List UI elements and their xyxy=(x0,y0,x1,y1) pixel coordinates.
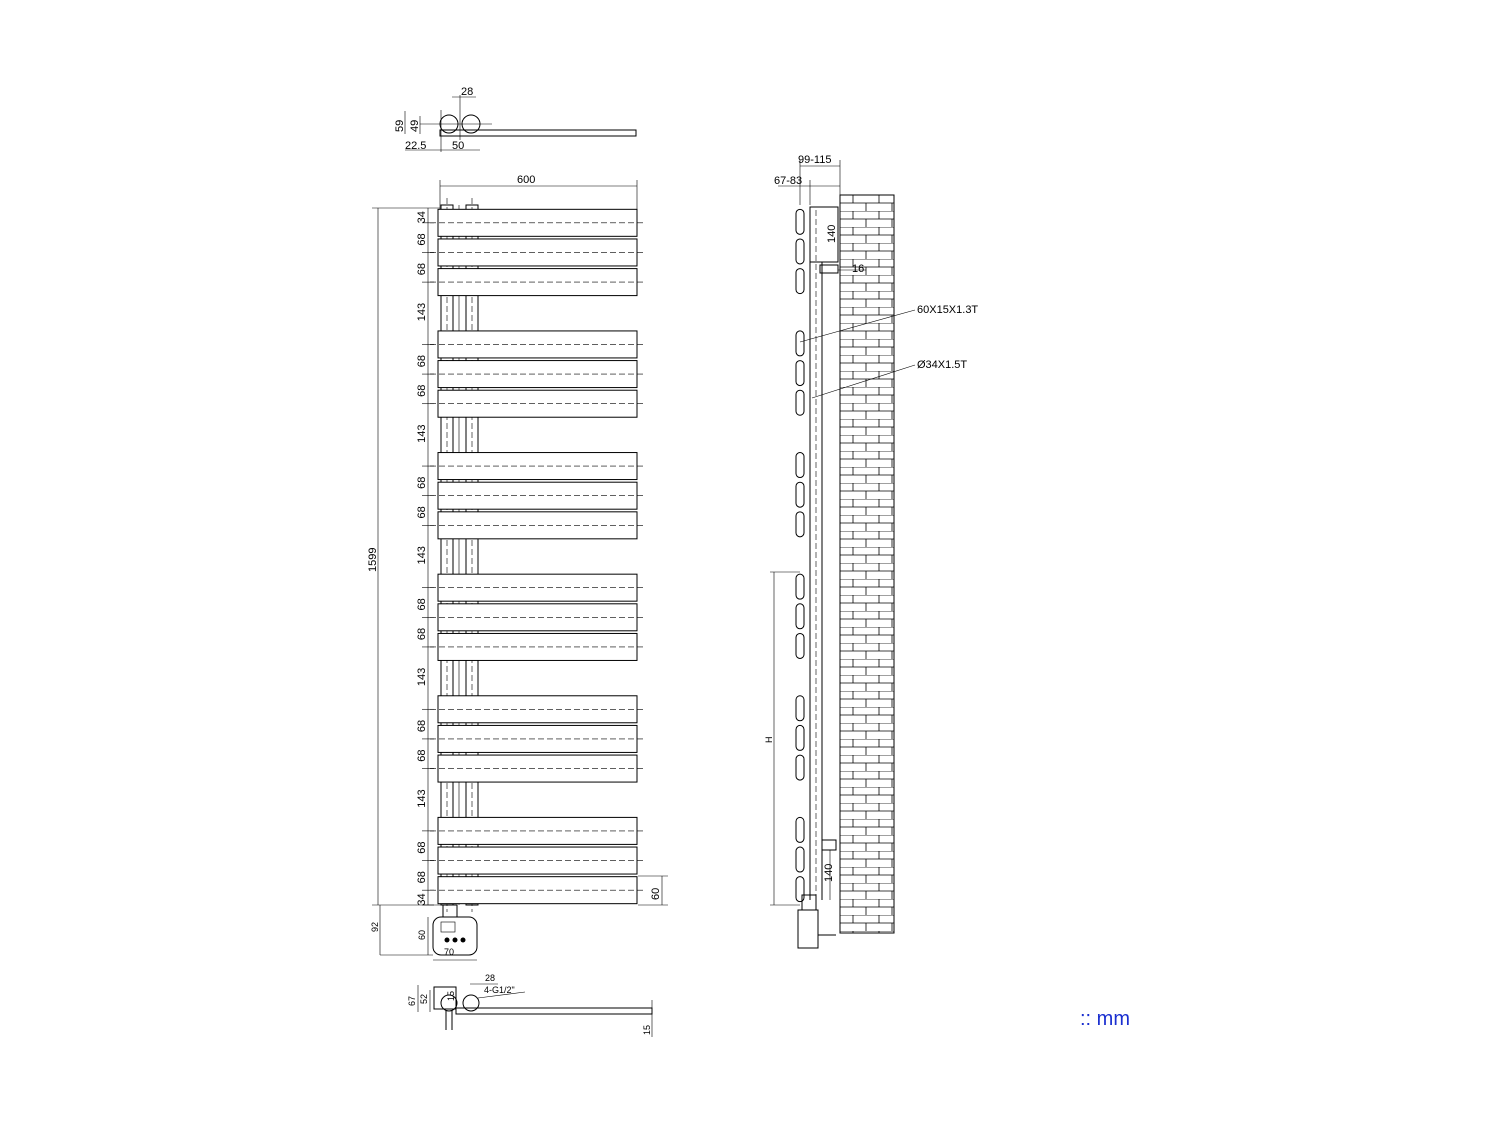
side-bottom-gap-label: 140 xyxy=(823,864,835,882)
side-depth-label: 99-115 xyxy=(798,154,831,166)
top-view: 28 59 49 22.5 50 xyxy=(394,86,637,152)
side-bracket-top xyxy=(819,264,839,274)
side-bar-profiles xyxy=(795,208,805,903)
spacing-label: 68 xyxy=(416,506,428,518)
bottom-view-heater xyxy=(433,986,457,1010)
top-view-bar xyxy=(439,129,637,137)
bottom-bar-label: 60 xyxy=(650,888,662,900)
bottom-connection-label: 4-G1/2" xyxy=(484,985,515,995)
heater-button-3 xyxy=(460,937,466,943)
heater-button-1 xyxy=(444,937,450,943)
side-bar-profile xyxy=(795,603,805,630)
side-bar-profile xyxy=(795,511,805,538)
spacing-label: 68 xyxy=(416,477,428,489)
front-width-label: 600 xyxy=(517,174,535,186)
front-total-height: 1599 xyxy=(367,548,379,572)
spacing-label: 68 xyxy=(416,355,428,367)
bottom-dim-15-a: 15 xyxy=(446,991,456,1001)
bottom-dim-67: 67 xyxy=(407,996,417,1006)
spacing-label: 68 xyxy=(416,841,428,853)
side-view: 99-115 67-83 140 16 60X15X1.3T Ø34X1.5T … xyxy=(764,154,978,949)
side-bar-profile xyxy=(795,268,805,295)
side-offset-label: 67-83 xyxy=(774,175,802,187)
spacing-labels: 34 68 68 143 68 68 143 68 68 143 68 68 143 68 68 143 68 6… xyxy=(416,211,434,906)
heater-display xyxy=(440,921,456,933)
side-bar-profile xyxy=(795,389,805,416)
side-heater-body xyxy=(797,909,819,949)
side-bar-profile xyxy=(795,481,805,508)
side-bar-profile xyxy=(795,208,805,235)
front-view: 600 1599 34 68 68 143 68 68 143 68 68 143 68 68 143 6… xyxy=(367,174,668,961)
spacing-label: 143 xyxy=(416,789,428,807)
side-bracket-label: 16 xyxy=(852,263,864,275)
spacing-label: 34 xyxy=(416,211,428,223)
heater-offset-label: 92 xyxy=(370,922,380,932)
bottom-view: 28 67 52 15 15 4-G1/2" xyxy=(407,973,653,1037)
unit-label: :: mm xyxy=(1080,1008,1130,1030)
spacing-label: 68 xyxy=(416,749,428,761)
towel-bars xyxy=(430,208,645,905)
brick-wall xyxy=(839,194,895,934)
side-bar-profile xyxy=(795,573,805,600)
side-bar-profile xyxy=(795,724,805,751)
spacing-label: 143 xyxy=(416,668,428,686)
spacing-label: 68 xyxy=(416,263,428,275)
top-dim-49: 49 xyxy=(409,120,421,132)
spacing-label: 143 xyxy=(416,425,428,443)
spacing-label: 143 xyxy=(416,546,428,564)
heater-housing xyxy=(432,916,478,956)
side-bar-profile xyxy=(795,452,805,479)
top-dim-50: 50 xyxy=(452,140,464,152)
side-bar-profile xyxy=(795,816,805,843)
side-bar-profile xyxy=(795,360,805,387)
bottom-view-tube-left xyxy=(440,994,458,1012)
side-heater-zone-label: H xyxy=(764,737,774,744)
spacing-label: 34 xyxy=(416,893,428,905)
heater-neck xyxy=(442,904,458,918)
side-bar-profile xyxy=(795,330,805,357)
spacing-label: 143 xyxy=(416,303,428,321)
bottom-view-tube-right xyxy=(462,994,480,1012)
side-bar-profile xyxy=(795,754,805,781)
bottom-dim-28: 28 xyxy=(485,973,495,983)
bottom-dim-52: 52 xyxy=(419,994,429,1004)
side-bar-profile xyxy=(795,876,805,903)
bottom-view-bar xyxy=(455,1007,653,1015)
spacing-label: 68 xyxy=(416,385,428,397)
heater-button-2 xyxy=(452,937,458,943)
spacing-label: 68 xyxy=(416,871,428,883)
side-profile-label: 60X15X1.3T xyxy=(917,304,978,316)
side-bar-profile xyxy=(795,695,805,722)
side-bar-profile xyxy=(795,846,805,873)
spacing-label: 68 xyxy=(416,598,428,610)
side-tube-label: Ø34X1.5T xyxy=(917,359,967,371)
side-top-gap-label: 140 xyxy=(826,225,838,243)
heater-width-label: 70 xyxy=(444,947,454,957)
top-dim-28: 28 xyxy=(461,86,473,98)
top-dim-59: 59 xyxy=(394,120,406,132)
bottom-dim-15-b: 15 xyxy=(642,1025,652,1035)
side-bar-profile xyxy=(795,632,805,659)
side-bar-profile xyxy=(795,238,805,265)
spacing-label: 68 xyxy=(416,628,428,640)
spacing-label: 68 xyxy=(416,720,428,732)
side-top-cap xyxy=(809,206,839,263)
spacing-label: 68 xyxy=(416,233,428,245)
top-dim-22-5: 22.5 xyxy=(405,140,426,152)
side-bracket-bottom xyxy=(821,839,837,851)
heater-height-label: 60 xyxy=(417,930,427,940)
